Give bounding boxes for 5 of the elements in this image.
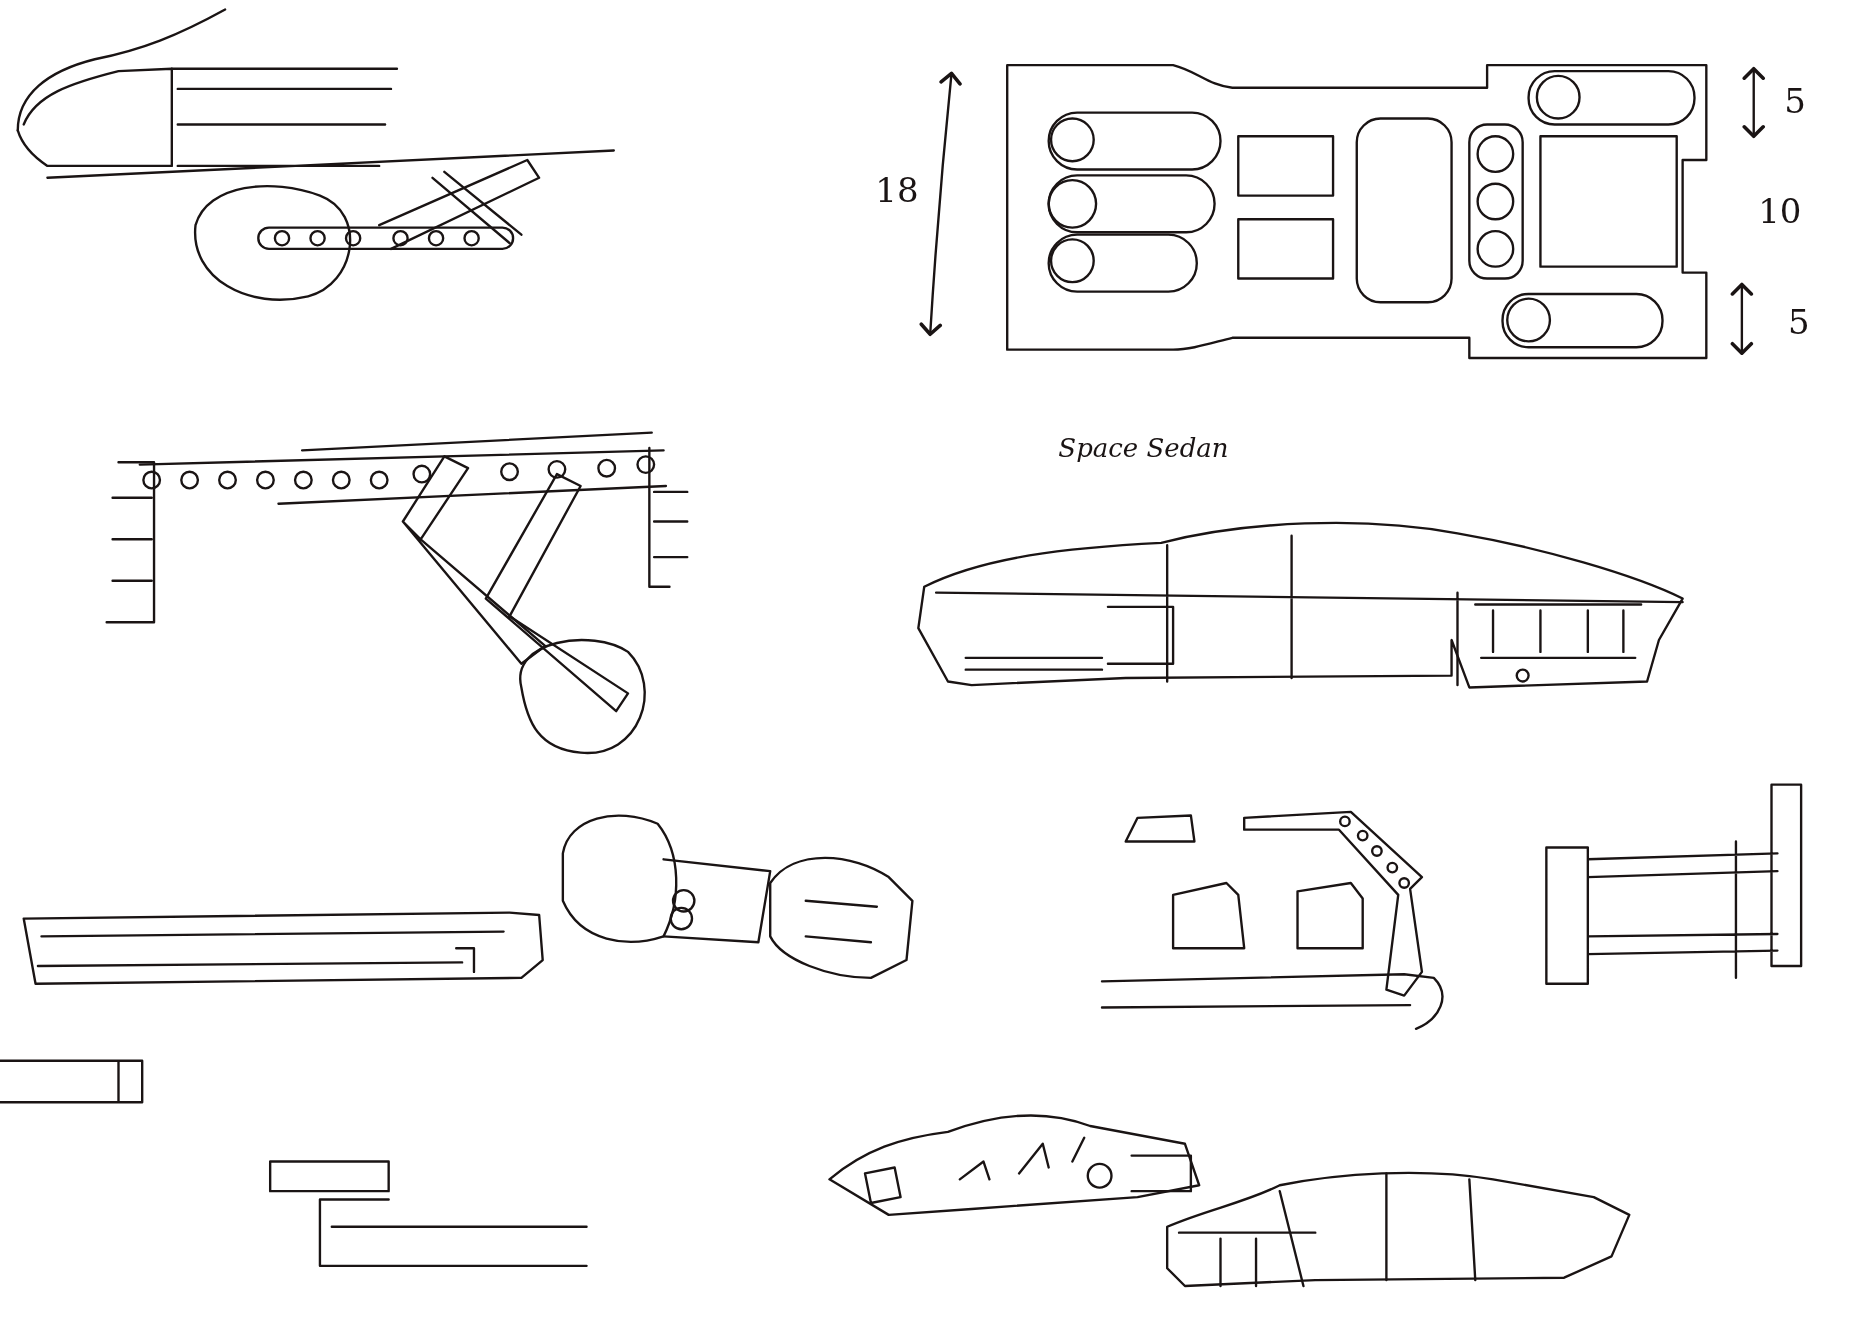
dimension-label: 10 xyxy=(1758,193,1802,228)
sketch-title: Space Sedan xyxy=(1058,434,1229,461)
dimension-label: 5 xyxy=(1787,305,1810,340)
dimension-label: 18 xyxy=(875,172,919,207)
dimension-label: 5 xyxy=(1784,83,1806,118)
